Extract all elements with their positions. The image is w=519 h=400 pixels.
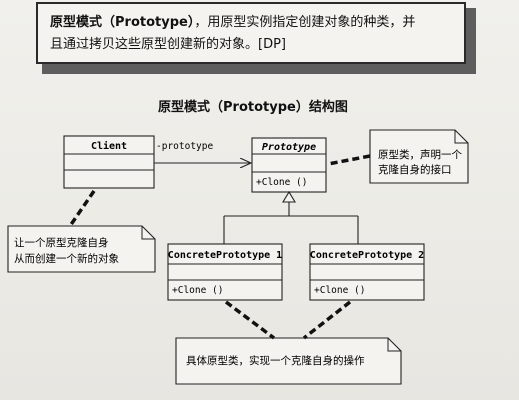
definition-line-2: 且通过拷贝这些原型创建新的对象。[DP] bbox=[50, 37, 286, 52]
client-class: Client bbox=[63, 135, 155, 189]
client-note-line-2: 从而创建一个新的对象 bbox=[14, 252, 119, 265]
client-note: 让一个原型克隆自身 从而创建一个新的对象 bbox=[7, 190, 156, 273]
prototype-class: Prototype +Clone () bbox=[251, 137, 327, 193]
prototype-note-line-1: 原型类，声明一个 bbox=[378, 148, 462, 161]
diagram-title: 原型模式（Prototype）结构图 bbox=[158, 100, 348, 115]
inheritance-hierarchy bbox=[223, 190, 359, 244]
concrete-note-connector-2 bbox=[302, 300, 352, 340]
concrete-prototype-1-class: ConcretePrototype 1 +Clone () bbox=[167, 243, 283, 301]
client-note-shape bbox=[7, 225, 156, 273]
client-note-fold-icon bbox=[141, 226, 155, 240]
definition-text-1: ，用原型实例指定创建对象的种类，并 bbox=[194, 15, 416, 30]
concrete-prototype-1-box bbox=[167, 243, 283, 301]
prototype-note-line-2: 克隆自身的接口 bbox=[378, 163, 452, 176]
concrete-prototype-2-clone-operation: +Clone () bbox=[314, 285, 365, 296]
concrete-prototype-1-name: ConcretePrototype 1 bbox=[168, 250, 282, 261]
prototype-class-name: Prototype bbox=[262, 142, 316, 153]
definition-box: 原型模式（Prototype），用原型实例指定创建对象的种类，并 且通过拷贝这些… bbox=[36, 2, 466, 64]
concrete-note: 具体原型类，实现一个克隆自身的操作 bbox=[175, 300, 402, 385]
client-note-line-1: 让一个原型克隆自身 bbox=[14, 236, 109, 249]
association-label: -prototype bbox=[156, 141, 213, 152]
prototype-note-connector bbox=[327, 154, 371, 166]
generalization-triangle-icon bbox=[282, 190, 296, 203]
concrete-prototype-1-clone-operation: +Clone () bbox=[172, 285, 223, 296]
prototype-note-shape bbox=[369, 129, 469, 184]
concrete-prototype-2-name: ConcretePrototype 2 bbox=[310, 250, 424, 261]
concrete-note-shape bbox=[175, 337, 402, 385]
concrete-prototype-2-box bbox=[309, 243, 425, 301]
prototype-note: 原型类，声明一个 克隆自身的接口 bbox=[327, 129, 469, 184]
concrete-note-line-1: 具体原型类，实现一个克隆自身的操作 bbox=[186, 354, 365, 367]
prototype-clone-operation: +Clone () bbox=[256, 177, 307, 188]
client-note-connector bbox=[68, 190, 96, 227]
client-class-name: Client bbox=[91, 140, 127, 152]
definition-term: 原型模式（Prototype） bbox=[50, 15, 195, 30]
prototype-association: -prototype bbox=[154, 141, 251, 163]
concrete-note-fold-icon bbox=[387, 338, 401, 352]
definition-line-1: 原型模式（Prototype），用原型实例指定创建对象的种类，并 bbox=[50, 12, 454, 34]
concrete-note-connector-1 bbox=[224, 300, 276, 340]
prototype-note-fold-icon bbox=[454, 130, 468, 144]
concrete-prototype-2-class: ConcretePrototype 2 +Clone () bbox=[309, 243, 425, 301]
client-class-box bbox=[63, 135, 155, 189]
